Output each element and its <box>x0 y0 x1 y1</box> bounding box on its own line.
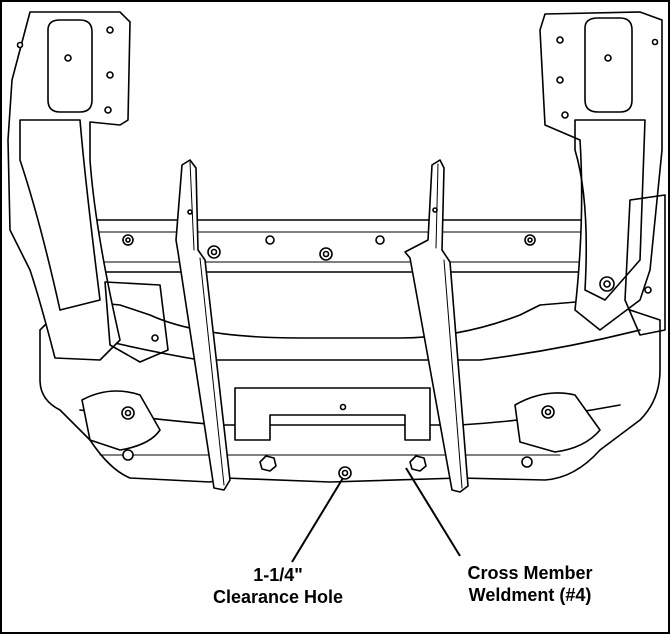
clearance-hole-label: 1-1/4" Clearance Hole <box>198 564 358 608</box>
right-vertical-bar <box>404 159 469 493</box>
cross-member-leader <box>405 467 461 557</box>
cross-member-label-line2: Weldment (#4) <box>468 585 592 605</box>
left-vertical-bar <box>175 159 231 491</box>
clearance-hole-leader <box>291 477 344 563</box>
clearance-hole-label-line2: Clearance Hole <box>212 587 344 607</box>
cross-member-label-line1: Cross Member <box>467 563 593 583</box>
clearance-hole-label-line1: 1-1/4" <box>253 565 303 585</box>
left-frame-bracket <box>7 11 131 361</box>
cross-member-label: Cross Member Weldment (#4) <box>440 562 620 606</box>
horizontal-tube <box>74 219 636 273</box>
